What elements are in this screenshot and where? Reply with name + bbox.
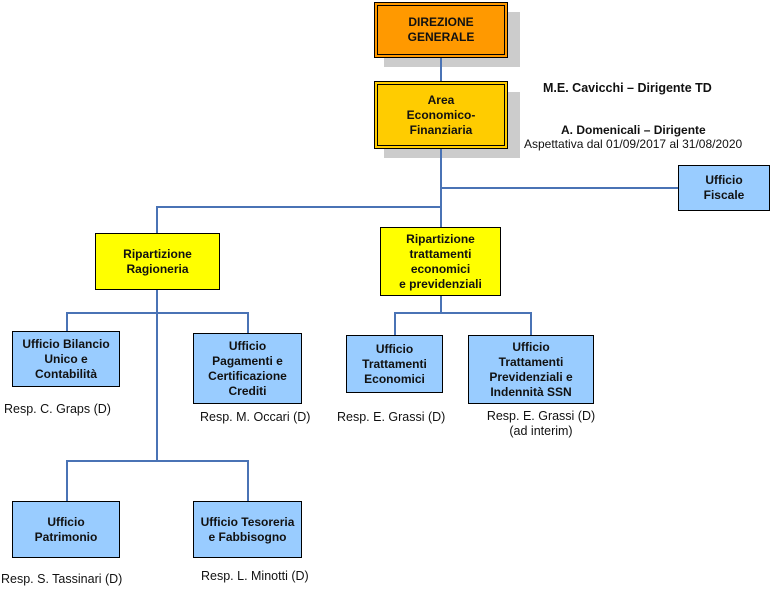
tesoreria-line: Ufficio Tesoreria: [200, 514, 295, 529]
area-line: Economico-: [406, 107, 476, 122]
ragioneria-line: Ripartizione: [123, 246, 192, 261]
bilancio-resp: Resp. C. Graps (D): [4, 402, 111, 416]
area-line: Area: [427, 92, 455, 107]
connector-to-economici: [394, 312, 396, 335]
economici-line: Economici: [364, 371, 425, 386]
connector-to-trattamenti: [440, 206, 442, 227]
connector-fiscale: [440, 187, 678, 189]
connector-to-previdenziali: [530, 312, 532, 335]
previdenziali-resp: Resp. E. Grassi (D) (ad interim): [483, 409, 599, 439]
connector-ragioneria-upper: [66, 312, 248, 314]
connector-ragioneria-lower: [66, 460, 248, 462]
previdenziali-line: Ufficio: [512, 339, 550, 354]
tesoreria-resp: Resp. L. Minotti (D): [201, 569, 309, 583]
area-line: Finanziaria: [409, 122, 473, 137]
pagamenti-line: Pagamenti e: [212, 353, 283, 368]
patrimonio-line: Patrimonio: [34, 529, 98, 544]
direzione-generale-line: DIREZIONE: [408, 15, 474, 29]
previdenziali-line: Trattamenti: [498, 354, 564, 369]
aspettativa-label: Aspettativa dal 01/09/2017 al 31/08/2020: [524, 137, 743, 151]
previdenziali-resp-line: (ad interim): [509, 424, 573, 438]
connector-trattamenti-branch: [394, 312, 531, 314]
bilancio-line: Contabilità: [35, 366, 97, 381]
direzione-generale-line: GENERALE: [407, 30, 475, 44]
economici-line: Ufficio: [375, 341, 414, 356]
connector-ripartizioni: [156, 206, 441, 208]
connector-to-pagamenti: [247, 312, 249, 333]
connector-to-bilancio: [66, 312, 68, 331]
ufficio-trattamenti-economici-box[interactable]: Ufficio Trattamenti Economici: [346, 335, 443, 393]
ufficio-fiscale-line: Fiscale: [703, 188, 745, 202]
patrimonio-line: Ufficio: [47, 514, 85, 529]
previdenziali-line: Indennità SSN: [490, 384, 572, 399]
previdenziali-resp-line: Resp. E. Grassi (D): [486, 409, 596, 423]
connector-ragioneria-trunk: [156, 289, 158, 461]
trattamenti-line: e previdenziali: [399, 276, 482, 291]
trattamenti-line: trattamenti: [409, 246, 472, 261]
ufficio-pagamenti-box[interactable]: Ufficio Pagamenti e Certificazione Credi…: [193, 333, 302, 404]
connector-trattamenti-trunk: [440, 295, 442, 312]
ufficio-bilancio-box[interactable]: Ufficio Bilancio Unico e Contabilità: [12, 331, 120, 387]
dirigente-label: A. Domenicali – Dirigente: [561, 123, 706, 137]
connector-to-ragioneria: [156, 206, 158, 233]
previdenziali-line: Previdenziali e: [489, 369, 573, 384]
ufficio-fiscale-line: Ufficio: [705, 173, 743, 187]
ripartizione-trattamenti-box[interactable]: Ripartizione trattamenti economici e pre…: [380, 227, 501, 296]
trattamenti-line: economici: [410, 261, 471, 276]
pagamenti-line: Ufficio: [228, 338, 267, 353]
ragioneria-line: Ragioneria: [126, 261, 189, 276]
bilancio-line: Unico e: [44, 351, 88, 366]
ufficio-trattamenti-previdenziali-box[interactable]: Ufficio Trattamenti Previdenziali e Inde…: [468, 335, 594, 404]
connector-trunk-overlay: [440, 57, 442, 81]
connector-to-tesoreria: [247, 460, 249, 501]
pagamenti-resp: Resp. M. Occari (D): [200, 410, 311, 424]
economici-line: Trattamenti: [362, 356, 427, 371]
ufficio-tesoreria-box[interactable]: Ufficio Tesoreria e Fabbisogno: [193, 501, 302, 558]
trattamenti-line: Ripartizione: [406, 231, 475, 246]
patrimonio-resp: Resp. S. Tassinari (D): [1, 572, 123, 586]
area-economico-finanziaria-box[interactable]: Area Economico- Finanziaria: [374, 81, 508, 149]
ufficio-fiscale-box[interactable]: Ufficio Fiscale: [678, 165, 770, 211]
connector-to-patrimonio: [66, 460, 68, 501]
tesoreria-line: e Fabbisogno: [208, 529, 287, 544]
connector-trunk-overlay-2: [440, 148, 442, 160]
pagamenti-line: Crediti: [228, 383, 267, 398]
dirigente-td-label: M.E. Cavicchi – Dirigente TD: [543, 81, 712, 95]
ufficio-patrimonio-box[interactable]: Ufficio Patrimonio: [12, 501, 120, 558]
pagamenti-line: Certificazione: [208, 368, 287, 383]
ripartizione-ragioneria-box[interactable]: Ripartizione Ragioneria: [95, 233, 220, 290]
economici-resp: Resp. E. Grassi (D): [337, 410, 446, 424]
direzione-generale-box[interactable]: DIREZIONE GENERALE: [374, 2, 508, 58]
bilancio-line: Ufficio Bilancio: [22, 336, 110, 351]
